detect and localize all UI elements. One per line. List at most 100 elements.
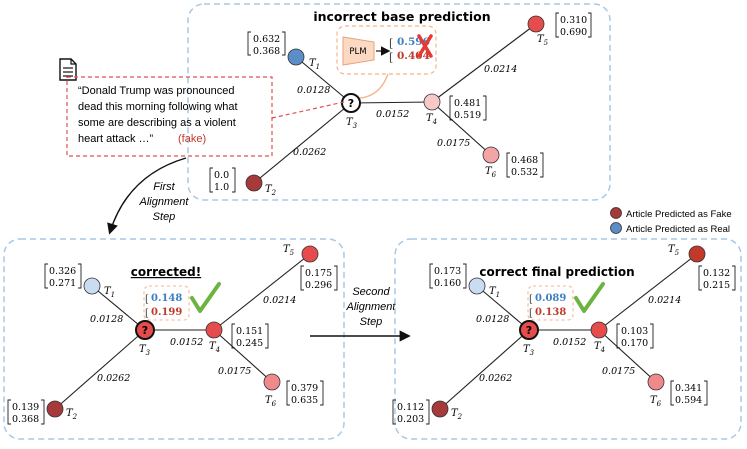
top-node-t4	[423, 93, 441, 111]
right-label-t6: T6	[650, 395, 662, 408]
top-edge-23: 0.0262	[293, 147, 326, 158]
step1-arrow	[107, 157, 187, 235]
left-vec-t1: 0.326 0.271	[44, 263, 82, 289]
top-panel-border	[187, 3, 611, 201]
article-tag: (fake)	[178, 133, 206, 145]
article-line-2: dead this morning following what	[78, 101, 238, 113]
svg-text:0.139: 0.139	[12, 402, 39, 413]
svg-text:Second: Second	[352, 286, 390, 298]
left-label-t6: T6	[265, 395, 277, 408]
svg-text:0.203: 0.203	[397, 414, 424, 425]
right-edge-34: 0.0152	[553, 337, 586, 348]
top-label-t1: T1	[309, 58, 320, 71]
right-edge-13: 0.0128	[476, 314, 509, 325]
left-edge-45: 0.0214	[263, 295, 296, 306]
plm-connector	[359, 73, 389, 99]
right-vec-t2: 0.112 0.203	[392, 399, 430, 425]
top-vec-t2: 0.0 1.0	[209, 167, 236, 193]
top-node-t3-mark: ?	[348, 97, 354, 110]
second-alignment-step: Second Alignment Step	[310, 286, 411, 342]
right-vec-t1: 0.173 0.160	[429, 263, 467, 289]
svg-text:0.632: 0.632	[253, 34, 280, 45]
top-pred-fake: 0.404	[397, 50, 430, 62]
svg-text:0.151: 0.151	[236, 326, 263, 337]
left-node-t5	[301, 245, 319, 263]
top-node-t6	[482, 146, 500, 164]
left-label-t3: T3	[139, 344, 151, 357]
top-edge-46: 0.0175	[437, 138, 470, 149]
top-label-t6: T6	[485, 166, 497, 179]
right-node-t6	[647, 373, 665, 391]
svg-text:0.271: 0.271	[49, 278, 76, 289]
svg-text:0.175: 0.175	[305, 268, 332, 279]
right-node-t3-mark: ?	[526, 324, 532, 337]
right-panel-border	[394, 238, 742, 440]
legend: Article Predicted as Fake Article Predic…	[610, 207, 732, 235]
svg-text:0.341: 0.341	[675, 383, 702, 394]
svg-text:0.0: 0.0	[214, 170, 229, 181]
right-node-t3	[519, 320, 539, 340]
svg-text:0.468: 0.468	[511, 155, 538, 166]
top-vec-t5: 0.310 0.690	[555, 12, 592, 38]
left-vec-t6: 0.379 0.635	[286, 380, 324, 406]
left-panel: corrected! [ [ 0.148 0.199 0.0128 0.0262…	[3, 238, 345, 440]
left-pred-box: [ [ 0.148 0.199	[143, 285, 190, 321]
svg-text:[: [	[529, 308, 533, 319]
top-label-t4: T4	[426, 113, 437, 126]
top-edge-34: 0.0152	[376, 109, 409, 120]
right-label-t3: T3	[523, 344, 535, 357]
right-pred-fake: 0.138	[535, 307, 566, 318]
svg-text:0.245: 0.245	[236, 338, 263, 349]
right-edge-23: 0.0262	[479, 373, 512, 384]
svg-text:0.690: 0.690	[560, 27, 587, 38]
top-node-t2	[245, 174, 263, 192]
left-node-t6	[263, 373, 281, 391]
left-edge-13: 0.0128	[90, 314, 123, 325]
svg-text:0.368: 0.368	[12, 414, 39, 425]
left-edge-46: 0.0175	[218, 366, 251, 377]
svg-text:0.519: 0.519	[454, 110, 481, 121]
left-vec-t4: 0.151 0.245	[231, 323, 269, 349]
right-label-t1: T1	[489, 286, 500, 299]
left-label-t1: T1	[104, 286, 115, 299]
article-connector	[271, 101, 345, 119]
article-border	[66, 76, 273, 157]
svg-text:0.215: 0.215	[703, 280, 730, 291]
svg-text:Step: Step	[360, 316, 383, 328]
left-node-t3-mark: ?	[142, 324, 148, 337]
top-label-t2: T2	[265, 184, 277, 197]
top-node-t1	[287, 48, 305, 66]
svg-text:0.173: 0.173	[434, 266, 461, 277]
left-vec-t5: 0.175 0.296	[300, 265, 338, 291]
left-check-icon	[190, 282, 221, 313]
svg-text:[: [	[389, 51, 393, 64]
svg-text:1.0: 1.0	[214, 182, 229, 193]
top-edge-13: 0.0128	[297, 85, 330, 96]
right-label-t5: T5	[668, 244, 680, 257]
left-label-t2: T2	[66, 408, 78, 421]
right-node-t1	[468, 277, 486, 295]
svg-text:First: First	[153, 181, 175, 193]
svg-text:0.112: 0.112	[397, 402, 424, 413]
svg-text:Alignment: Alignment	[139, 196, 190, 208]
article-line-4: heart attack …”	[78, 133, 154, 145]
left-node-t3	[135, 320, 155, 340]
svg-text:0.368: 0.368	[253, 46, 280, 57]
svg-text:0.132: 0.132	[703, 268, 730, 279]
article-line-3: some are describing as a violent	[78, 117, 236, 129]
svg-text:[: [	[529, 294, 533, 305]
svg-text:0.103: 0.103	[621, 326, 648, 337]
svg-text:0.635: 0.635	[291, 395, 318, 406]
legend-fake-label: Article Predicted as Fake	[626, 209, 732, 220]
left-title: corrected!	[131, 265, 201, 279]
svg-text:[: [	[389, 37, 393, 50]
svg-text:Step: Step	[153, 211, 176, 223]
cross-icon	[417, 34, 433, 58]
top-vec-t4: 0.481 0.519	[449, 95, 487, 121]
left-node-t4	[205, 321, 223, 339]
svg-text:Alignment: Alignment	[346, 301, 397, 313]
right-vec-t4: 0.103 0.170	[616, 323, 654, 349]
top-label-t5: T5	[537, 34, 549, 47]
left-edge-23: 0.0262	[97, 373, 130, 384]
